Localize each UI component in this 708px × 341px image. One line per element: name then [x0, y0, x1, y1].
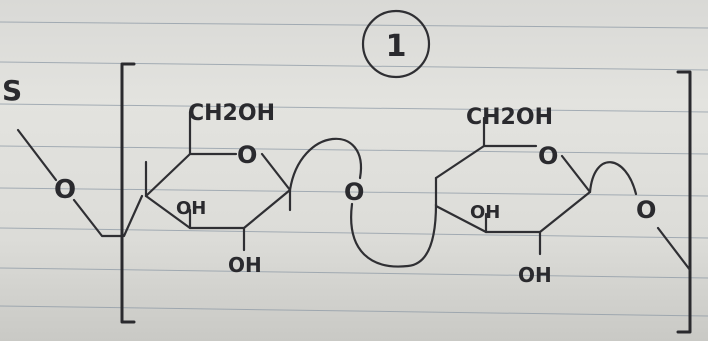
right-bracket: [676, 70, 692, 334]
ring1-oh-lower: OH: [228, 253, 262, 277]
ring1-oxygen: O: [237, 141, 257, 169]
upper-bridge-bond: [288, 137, 363, 192]
tail-bond-upper: [588, 161, 638, 196]
left-bond: [16, 128, 58, 182]
left-bracket: [120, 62, 136, 324]
ring1-ch2oh: CH2OH: [188, 101, 275, 126]
ring2-ch2oh: CH2OH: [466, 105, 553, 130]
sugar-unit-2: CH2OH O OH OH: [434, 105, 592, 287]
ring2-bottom-bonds: [434, 154, 592, 234]
ring2-oh-inner: OH: [470, 202, 500, 223]
ring1-oh-inner: OH: [176, 198, 206, 219]
ruled-lines: [0, 21, 708, 317]
ring2-oxygen: O: [538, 142, 558, 170]
page-number: 1: [386, 29, 407, 64]
left-link-bond: [72, 194, 144, 238]
lower-bridge-bond: [350, 202, 438, 268]
page-number-circle: 1: [361, 9, 431, 79]
tail-bond-lower: [656, 226, 692, 272]
left-fragment-text: S: [2, 74, 22, 107]
bridge-oxygen: O: [344, 178, 364, 206]
tail-oxygen: O: [636, 196, 656, 224]
sugar-unit-1: CH2OH O OH OH: [144, 101, 292, 277]
left-oxygen: O: [54, 175, 76, 205]
ring2-oh-lower: OH: [518, 263, 552, 287]
